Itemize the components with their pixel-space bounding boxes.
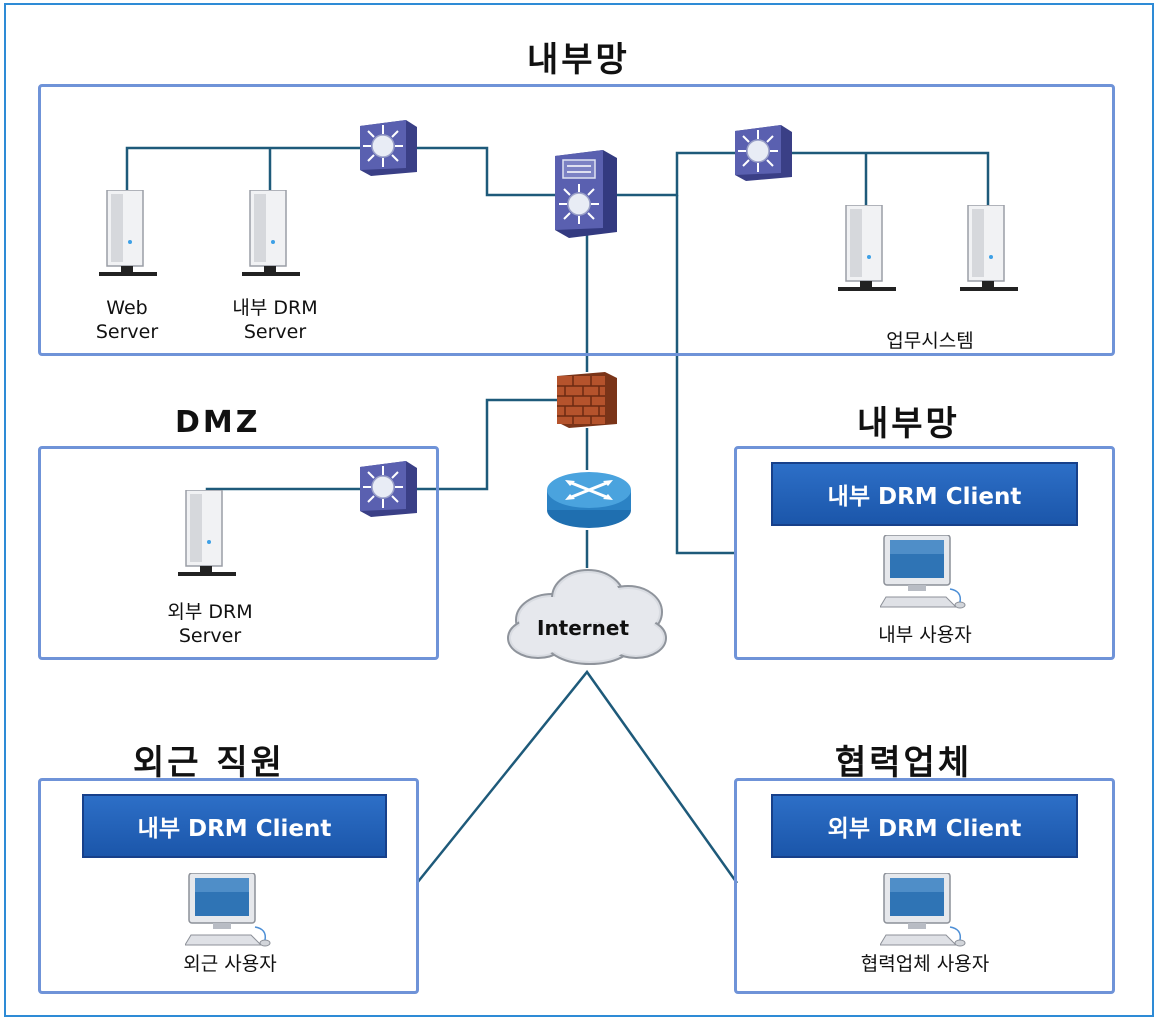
business-system-label: 업무시스템 bbox=[886, 330, 974, 352]
switch-icon bbox=[360, 120, 417, 176]
server-icon bbox=[178, 490, 236, 576]
internal-drm-server-label-line2: Server bbox=[243, 321, 307, 343]
computer-icon bbox=[880, 535, 966, 609]
zone-title-internal-client: 내부망 bbox=[857, 404, 960, 444]
link-switch-left-core bbox=[417, 146, 557, 197]
cloud-icon bbox=[507, 569, 667, 665]
zone-partner bbox=[734, 778, 1115, 994]
remote-user-label: 외근 사용자 bbox=[183, 953, 277, 975]
core-switch-icon bbox=[555, 150, 617, 238]
zone-title-dmz: DMZ bbox=[175, 405, 261, 440]
internal-drm-client-button[interactable]: 내부 DRM Client bbox=[771, 462, 1078, 526]
switch-icon bbox=[360, 461, 417, 517]
remote-drm-client-button[interactable]: 내부 DRM Client bbox=[82, 794, 387, 858]
computer-icon bbox=[880, 873, 966, 947]
internal-drm-server-label-line1: 내부 DRM bbox=[232, 297, 318, 319]
computer-icon bbox=[185, 873, 271, 947]
link-internet-remote-partner bbox=[416, 669, 739, 884]
web-server-label: Web Server bbox=[77, 296, 177, 344]
link-switch-left-web bbox=[125, 146, 360, 192]
zone-internal-top bbox=[38, 84, 1115, 356]
server-icon bbox=[960, 205, 1018, 291]
external-drm-client-button[interactable]: 외부 DRM Client bbox=[771, 794, 1078, 858]
web-server-label-line1: Web bbox=[106, 297, 148, 319]
partner-user-label: 협력업체 사용자 bbox=[860, 953, 990, 975]
link-switch-right-business bbox=[792, 151, 990, 205]
link-core-internal-client bbox=[675, 195, 737, 555]
switch-icon bbox=[735, 125, 792, 181]
external-drm-server-label-line2: Server bbox=[178, 625, 242, 647]
server-icon bbox=[99, 190, 157, 276]
router-icon bbox=[547, 472, 631, 528]
server-icon bbox=[838, 205, 896, 291]
zone-title-remote: 외근 직원 bbox=[133, 743, 285, 783]
outer-frame bbox=[4, 3, 1154, 1017]
internal-user-label: 내부 사용자 bbox=[878, 624, 972, 646]
server-icon bbox=[242, 190, 300, 276]
link-firewall-dmz bbox=[417, 398, 557, 491]
link-core-switch-right bbox=[615, 151, 735, 197]
zone-dmz bbox=[38, 446, 439, 660]
web-server-label-line2: Server bbox=[95, 321, 159, 343]
zone-internal-client bbox=[734, 446, 1115, 660]
zone-remote bbox=[38, 778, 419, 994]
external-drm-server-label: 외부 DRM Server bbox=[140, 600, 280, 648]
firewall-icon bbox=[557, 372, 617, 428]
internal-drm-server-label: 내부 DRM Server bbox=[205, 296, 345, 344]
zone-title-partner: 협력업체 bbox=[835, 743, 973, 783]
external-drm-server-label-line1: 외부 DRM bbox=[167, 601, 253, 623]
internet-label: Internet bbox=[537, 616, 630, 640]
zone-title-internal-top: 내부망 bbox=[527, 40, 630, 80]
